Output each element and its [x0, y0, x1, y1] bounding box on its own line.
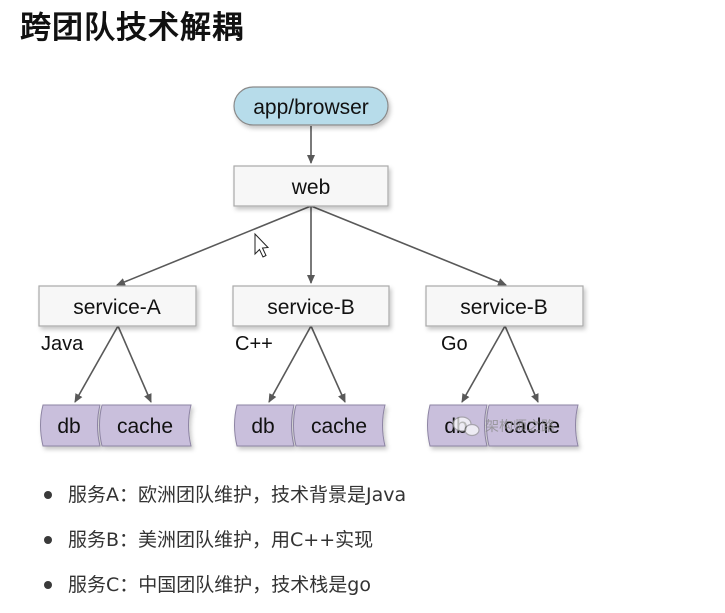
- page-title: 跨团队技术解耦: [20, 10, 244, 46]
- service-a-db: [40, 404, 101, 447]
- bullet-item-service-a: 服务A：欧洲团队维护，技术背景是Java: [42, 478, 406, 523]
- arrow-service-a-to-db: [74, 325, 119, 403]
- service-c-lang: Go: [441, 333, 468, 355]
- architecture-diagram: app/browser web service-A Java service-B…: [38, 86, 584, 447]
- bullet-text: 服务B：美洲团队维护，用C++实现: [68, 529, 374, 551]
- service-a-lang: Java: [41, 333, 84, 355]
- service-b-db-label: db: [251, 415, 274, 438]
- bullet-dot: [44, 491, 52, 499]
- arrow-service-c-to-cache: [504, 325, 539, 403]
- service-c-cache: [486, 404, 579, 447]
- arrow-service-b-to-cache: [310, 325, 346, 403]
- service-c-cache-label: cache: [504, 415, 560, 438]
- service-b-lang: C++: [235, 333, 273, 355]
- bullet-dot: [44, 536, 52, 544]
- service-b-node: [232, 285, 390, 327]
- arrow-web-to-service-c: [310, 205, 507, 286]
- client-label: app/browser: [253, 96, 369, 119]
- web-label: web: [291, 176, 331, 199]
- connection-arrows: [74, 126, 539, 403]
- service-a-label: service-A: [73, 296, 161, 319]
- service-a-cache: [99, 404, 192, 447]
- watermark-text: 架构师之路: [485, 419, 555, 435]
- arrow-service-b-to-db: [268, 325, 312, 403]
- service-b-cache-label: cache: [311, 415, 367, 438]
- service-a-cache-label: cache: [117, 415, 173, 438]
- bullet-dot: [44, 581, 52, 589]
- service-a-node: [38, 285, 197, 327]
- service-b-label: service-B: [267, 296, 355, 319]
- client-node: [233, 86, 389, 126]
- bullet-item-service-c: 服务C：中国团队维护，技术栈是go: [42, 568, 406, 613]
- service-b-cache: [293, 404, 386, 447]
- web-node: [233, 165, 389, 207]
- service-c-label: service-B: [460, 296, 548, 319]
- wechat-icon: [452, 416, 480, 437]
- bullet-text: 服务A：欧洲团队维护，技术背景是Java: [68, 484, 407, 506]
- arrow-web-to-service-a: [116, 205, 312, 286]
- service-c-node: [425, 285, 584, 327]
- arrow-service-a-to-cache: [117, 325, 152, 403]
- bullet-list: 服务A：欧洲团队维护，技术背景是Java 服务B：美洲团队维护，用C++实现 服…: [42, 478, 406, 613]
- bullet-text: 服务C：中国团队维护，技术栈是go: [68, 574, 371, 596]
- service-b-db: [234, 404, 295, 447]
- mouse-cursor-icon: [254, 232, 270, 258]
- arrow-service-c-to-db: [461, 325, 506, 403]
- service-a-db-label: db: [57, 415, 80, 438]
- bullet-item-service-b: 服务B：美洲团队维护，用C++实现: [42, 523, 406, 568]
